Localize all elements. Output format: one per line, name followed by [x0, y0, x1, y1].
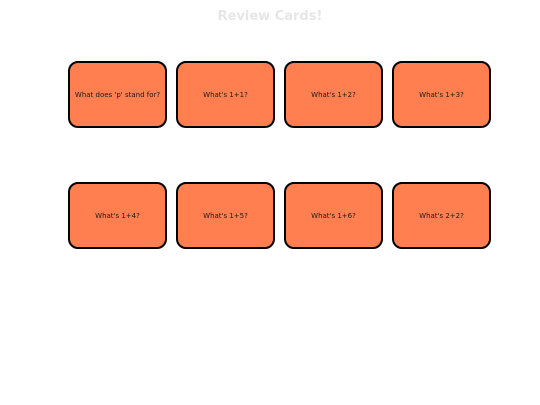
review-card[interactable]: What's 2+2? [392, 182, 491, 249]
review-card[interactable]: What's 1+4? [68, 182, 167, 249]
card-question: What's 1+6? [311, 211, 356, 220]
card-question: What's 1+1? [203, 90, 248, 99]
card-question: What's 2+2? [419, 211, 464, 220]
card-question: What's 1+5? [203, 211, 248, 220]
review-card[interactable]: What's 1+1? [176, 61, 275, 128]
card-question: What's 1+4? [95, 211, 140, 220]
review-card[interactable]: What's 1+3? [392, 61, 491, 128]
page-title: Review Cards! [217, 9, 323, 24]
card-question: What's 1+3? [419, 90, 464, 99]
review-card[interactable]: What's 1+6? [284, 182, 383, 249]
review-card[interactable]: What's 1+2? [284, 61, 383, 128]
review-card[interactable]: What's 1+5? [176, 182, 275, 249]
card-question: What does 'p' stand for? [74, 90, 161, 99]
review-card[interactable]: What does 'p' stand for? [68, 61, 167, 128]
card-grid: What does 'p' stand for? What's 1+1? Wha… [68, 61, 492, 249]
card-question: What's 1+2? [311, 90, 356, 99]
